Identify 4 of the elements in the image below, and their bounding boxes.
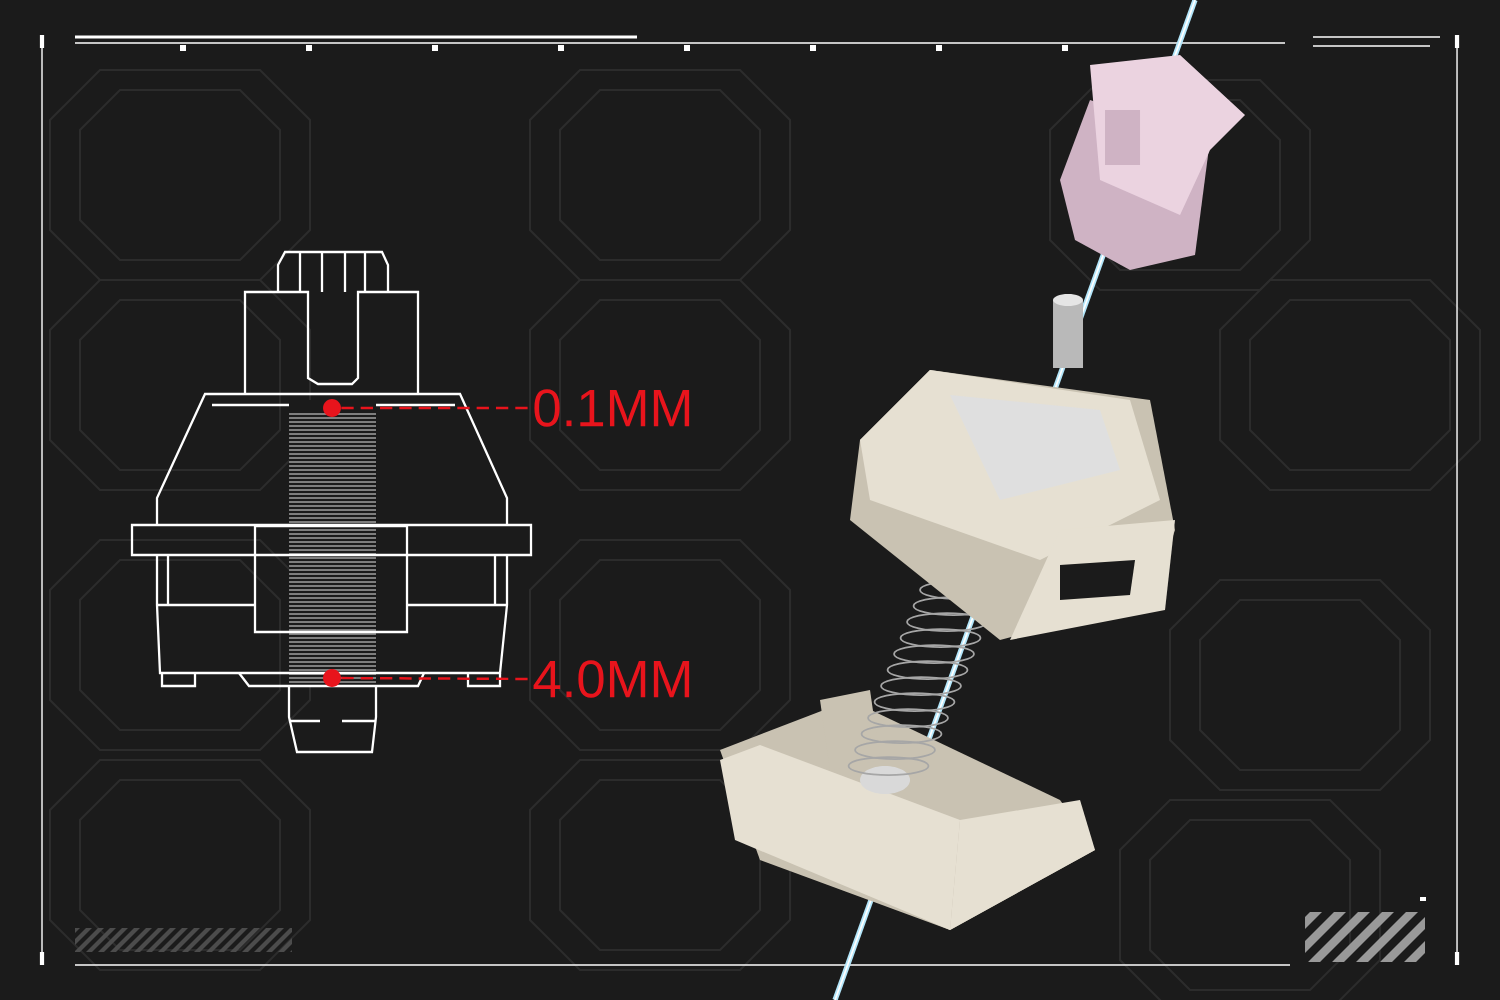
dimension-label: 0.1MM bbox=[534, 389, 690, 427]
dimension-label: 4.0MM bbox=[533, 660, 690, 698]
measure-point bbox=[323, 399, 341, 417]
measure-point bbox=[323, 669, 341, 687]
